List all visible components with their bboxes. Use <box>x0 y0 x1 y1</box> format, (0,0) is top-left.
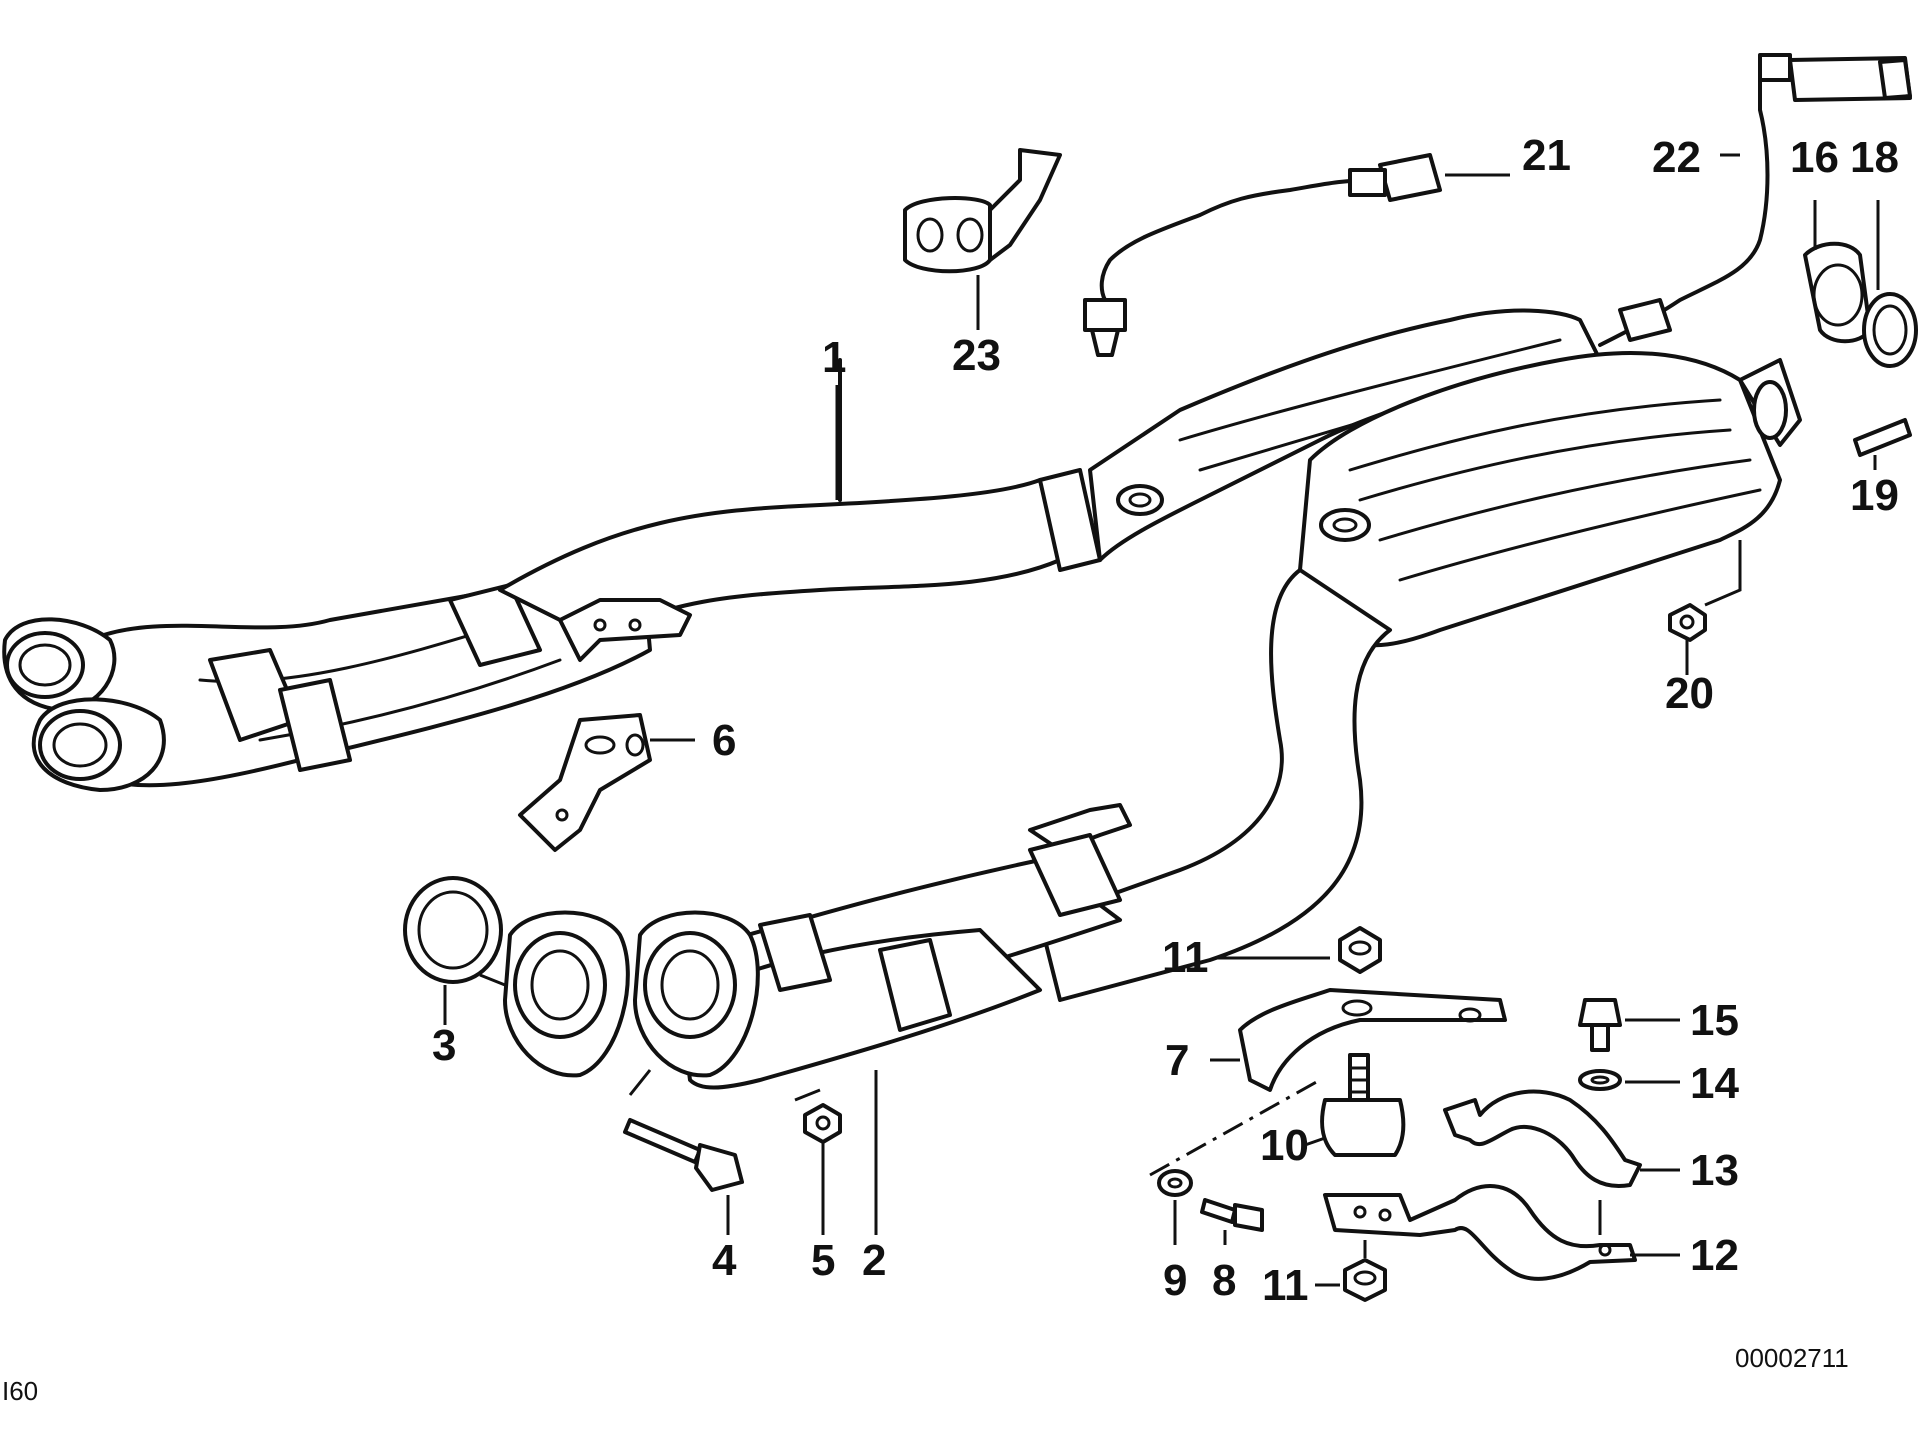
callout-19: 19 <box>1850 471 1899 520</box>
part-23-bracket <box>903 148 1062 330</box>
part-6-bracket <box>518 713 695 852</box>
part-7-support-bracket <box>1210 988 1507 1092</box>
callout-5: 5 <box>811 1236 835 1285</box>
callout-1: 1 <box>822 333 846 382</box>
part-16-gasket <box>1803 200 1872 344</box>
callout-13: 13 <box>1690 1146 1739 1195</box>
callout-18: 18 <box>1850 133 1899 182</box>
part-15-bolt <box>1578 998 1680 1052</box>
callout-12: 12 <box>1690 1231 1739 1280</box>
part-13-clamp-upper <box>1443 1089 1680 1188</box>
part-22-oxygen-sensor <box>1598 53 1912 347</box>
part-9-washer <box>1157 1169 1193 1245</box>
part-10-rubber-mount <box>1304 1053 1406 1157</box>
callout-11-upper: 11 <box>1162 933 1209 982</box>
part-11-nut-upper <box>1215 926 1382 974</box>
callout-21: 21 <box>1522 131 1571 180</box>
callout-7: 7 <box>1165 1036 1189 1085</box>
catalytic-converter-lower <box>1298 351 1802 648</box>
part-14-washer <box>1578 1069 1680 1091</box>
callout-9: 9 <box>1163 1256 1187 1305</box>
part-4-bolt <box>623 1069 744 1235</box>
callout-15: 15 <box>1690 996 1739 1045</box>
callout-8: 8 <box>1212 1256 1236 1305</box>
assembly-axis-line <box>1149 1078 1321 1177</box>
part-21-oxygen-sensor <box>1083 153 1510 357</box>
callout-23: 23 <box>952 331 1001 380</box>
part-5-nut <box>794 1088 842 1235</box>
part-1-front-pipe-upper <box>2 358 1102 792</box>
part-19-stud <box>1853 418 1912 470</box>
diagram-number: 00002711 <box>1735 1343 1849 1373</box>
callout-4: 4 <box>712 1236 737 1285</box>
part-12-clamp-lower <box>1323 1184 1680 1281</box>
callout-16: 16 <box>1790 133 1839 182</box>
corner-label: I60 <box>2 1376 38 1406</box>
callout-11-lower: 11 <box>1262 1261 1309 1310</box>
callout-10: 10 <box>1260 1121 1309 1170</box>
callout-6: 6 <box>712 716 736 765</box>
callout-14: 14 <box>1690 1059 1739 1108</box>
callout-22: 22 <box>1652 133 1701 182</box>
part-3-gasket-ring <box>403 876 506 1025</box>
callout-2: 2 <box>862 1236 886 1285</box>
part-20-nut <box>1668 540 1742 675</box>
part-11-nut-lower <box>1315 1240 1387 1302</box>
callout-3: 3 <box>432 1021 456 1070</box>
part-18-gasket-ring <box>1862 200 1918 368</box>
part-2-front-pipe-lower <box>503 568 1392 1090</box>
part-8-bolt <box>1200 1198 1264 1245</box>
callout-20: 20 <box>1665 669 1714 718</box>
